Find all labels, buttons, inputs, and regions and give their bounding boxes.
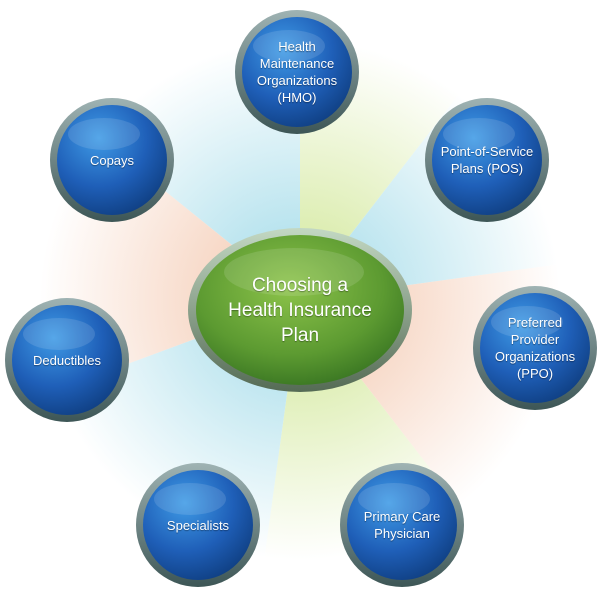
node-ppo-gloss <box>491 306 563 338</box>
node-ppo <box>473 286 597 410</box>
node-specialists <box>136 463 260 587</box>
node-deductibles <box>5 298 129 422</box>
node-pos-gloss <box>443 118 515 150</box>
node-hmo <box>235 10 359 134</box>
center-node-gloss <box>224 248 364 296</box>
node-specialists-gloss <box>154 483 226 515</box>
node-primary-care-circle <box>347 470 457 580</box>
node-copays <box>50 98 174 222</box>
outer-nodes <box>5 10 597 587</box>
node-copays-gloss <box>68 118 140 150</box>
node-deductibles-gloss <box>23 318 95 350</box>
node-primary-care <box>340 463 464 587</box>
node-hmo-gloss <box>253 30 325 62</box>
node-hmo-circle <box>242 17 352 127</box>
node-pos <box>425 98 549 222</box>
node-ppo-circle <box>480 293 590 403</box>
node-primary-care-gloss <box>358 483 430 515</box>
node-pos-circle <box>432 105 542 215</box>
center-node <box>188 228 412 392</box>
node-specialists-circle <box>143 470 253 580</box>
node-deductibles-circle <box>12 305 122 415</box>
node-copays-circle <box>57 105 167 215</box>
center-node-ellipse <box>196 235 404 385</box>
